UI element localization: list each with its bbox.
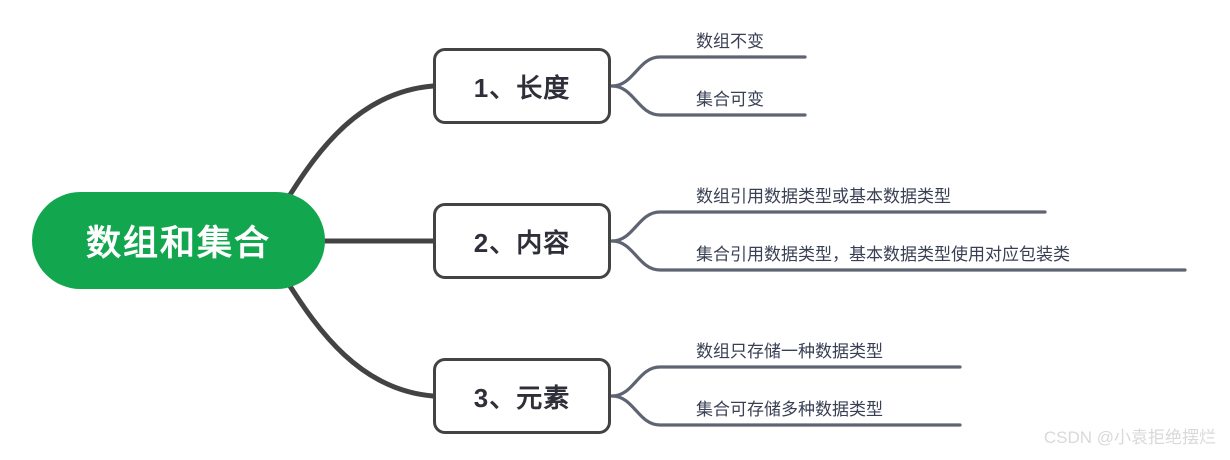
branch-node-length[interactable]: 1、长度 <box>433 48 611 124</box>
branch-node-label: 3、元素 <box>473 382 571 413</box>
leaf-node-label: 数组只存储一种数据类型 <box>696 342 883 361</box>
branch-node-label: 1、长度 <box>473 72 571 103</box>
edge-root-to-branch-3 <box>285 280 436 399</box>
leaf-node[interactable]: 集合引用数据类型，基本数据类型使用对应包装类 <box>690 245 1074 268</box>
leaf-node[interactable]: 数组只存储一种数据类型 <box>690 342 887 365</box>
leaf-node[interactable]: 集合可变 <box>690 90 768 113</box>
leaf-node-label: 集合可变 <box>696 90 764 109</box>
leaf-node[interactable]: 集合可存储多种数据类型 <box>690 400 887 423</box>
leaf-node[interactable]: 数组引用数据类型或基本数据类型 <box>690 187 955 210</box>
branch-node-element[interactable]: 3、元素 <box>433 358 611 434</box>
edge-branch-2-fork-upper <box>610 210 1047 243</box>
root-node-label: 数组和集合 <box>85 224 271 263</box>
leaf-node[interactable]: 数组不变 <box>690 32 768 55</box>
branch-node-content[interactable]: 2、内容 <box>433 203 611 279</box>
edge-root-to-branch-1 <box>285 83 436 201</box>
branch-node-label: 2、内容 <box>473 227 571 258</box>
edge-branch-1-fork-upper <box>610 55 807 88</box>
leaf-node-label: 数组引用数据类型或基本数据类型 <box>696 187 951 206</box>
root-node[interactable]: 数组和集合 <box>32 192 325 289</box>
leaf-node-label: 集合可存储多种数据类型 <box>696 400 883 419</box>
leaf-node-label: 集合引用数据类型，基本数据类型使用对应包装类 <box>696 245 1070 264</box>
edge-branch-3-fork-upper <box>610 365 962 398</box>
leaf-node-label: 数组不变 <box>696 32 764 51</box>
watermark: CSDN @小袁拒绝摆烂 <box>1043 428 1216 447</box>
